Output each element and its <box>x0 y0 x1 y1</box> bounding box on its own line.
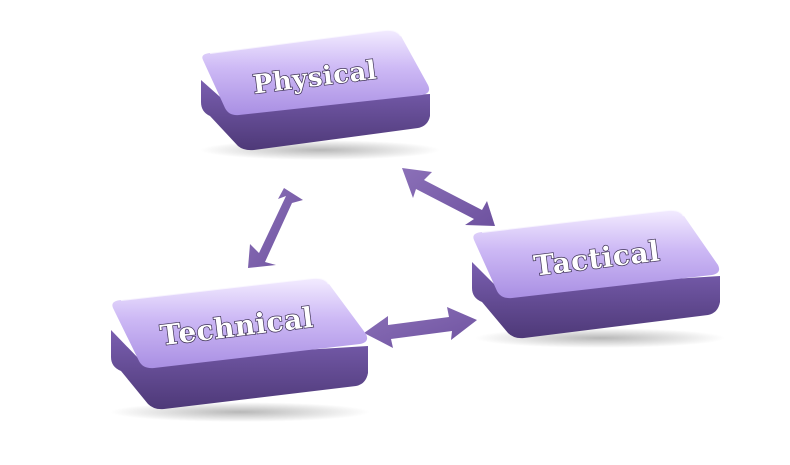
node-physical: Physical <box>200 28 440 160</box>
arrow-physical-tactical <box>402 168 495 226</box>
arrow-physical-technical <box>248 188 303 268</box>
node-technical: Technical <box>110 276 370 422</box>
node-tactical: Tactical <box>472 208 725 348</box>
arrow-technical-tactical <box>364 307 477 348</box>
